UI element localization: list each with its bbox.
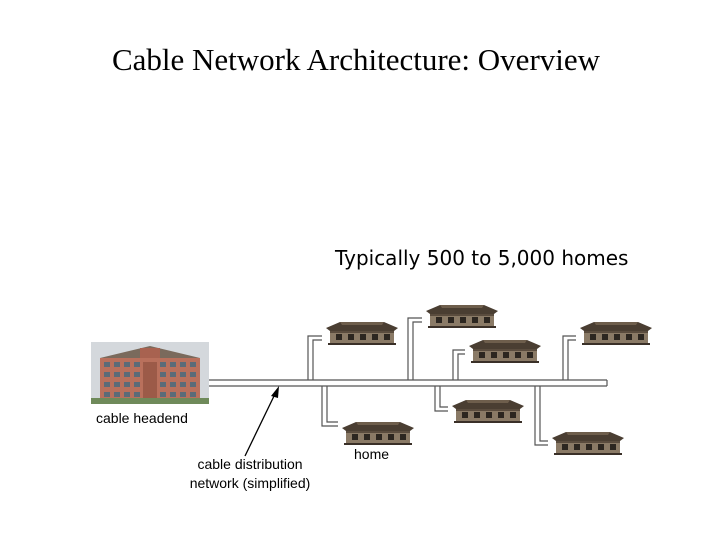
house-icon — [452, 400, 524, 423]
homes-count-caption: Typically 500 to 5,000 homes — [335, 246, 629, 270]
branch-cables — [307, 317, 576, 446]
house-icon — [342, 422, 414, 445]
trunk-cable — [209, 379, 608, 387]
house-icon — [580, 322, 652, 345]
page-title: Cable Network Architecture: Overview — [111, 42, 601, 77]
house-icon — [552, 432, 624, 455]
headend-building-icon — [91, 342, 209, 404]
distribution-label-line2: network (simplified) — [189, 475, 311, 491]
house-icon — [469, 340, 541, 363]
home-label: home — [354, 446, 390, 462]
distribution-pointer-arrow — [244, 386, 279, 457]
house-icon — [426, 305, 498, 328]
distribution-network-label: cable distribution network (simplified) — [150, 455, 350, 493]
house-icon — [326, 322, 398, 345]
headend-label: cable headend — [96, 410, 188, 426]
distribution-label-line1: cable distribution — [197, 456, 303, 472]
